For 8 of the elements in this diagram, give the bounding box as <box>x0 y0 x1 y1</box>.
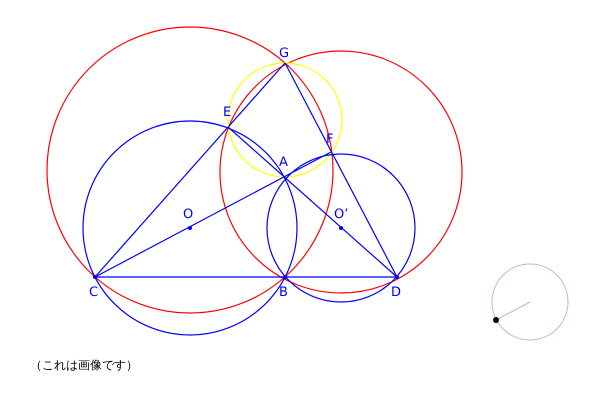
point-label: B <box>279 285 288 300</box>
point-label: A <box>279 155 288 170</box>
point-label: D <box>391 285 402 300</box>
point-label: O <box>183 207 194 222</box>
note-text: （これは画像です） <box>30 358 138 373</box>
point-label: O’ <box>334 207 348 222</box>
point-label: C <box>89 285 98 300</box>
point-label: G <box>279 46 290 61</box>
